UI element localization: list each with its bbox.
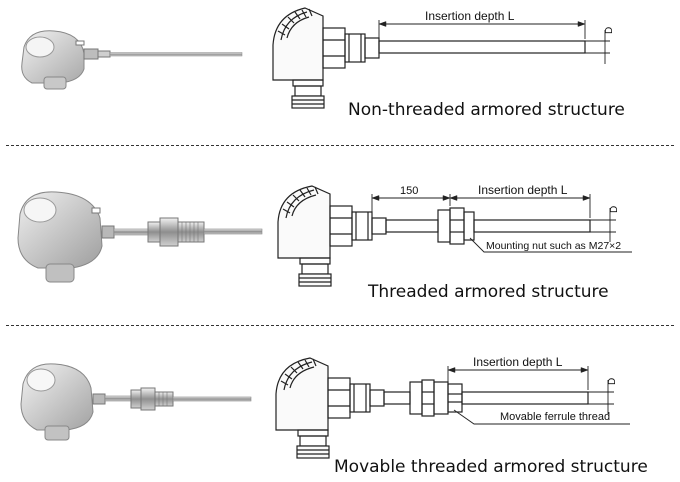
product-photo-non-threaded bbox=[21, 30, 243, 90]
length-150-label: 150 bbox=[400, 185, 418, 197]
insertion-depth-label: Insertion depth L bbox=[425, 9, 515, 23]
caption-movable-threaded: Movable threaded armored structure bbox=[334, 457, 648, 477]
insertion-depth-label: Insertion depth L bbox=[478, 183, 568, 197]
caption-threaded: Threaded armored structure bbox=[368, 282, 609, 302]
diagram-movable-threaded: Insertion depth L D Movable ferrule thre… bbox=[275, 355, 630, 459]
caption-non-threaded: Non-threaded armored structure bbox=[348, 100, 625, 120]
diameter-label: D bbox=[607, 378, 618, 385]
diagram-threaded: 150 Insertion depth L D Mounting nut suc… bbox=[277, 183, 632, 287]
movable-ferrule-label: Movable ferrule thread bbox=[500, 411, 610, 423]
diameter-label: D bbox=[609, 206, 620, 213]
insertion-depth-label: Insertion depth L bbox=[473, 355, 563, 369]
diameter-label: D bbox=[604, 27, 615, 34]
product-photo-movable-threaded bbox=[20, 363, 252, 441]
product-photo-threaded bbox=[17, 191, 263, 283]
section-non-threaded: Insertion depth L D Non-threaded armored… bbox=[0, 0, 680, 140]
mounting-nut-label: Mounting nut such as M27×2 bbox=[486, 240, 621, 252]
section-divider bbox=[6, 325, 674, 326]
diagram-non-threaded: Insertion depth L D bbox=[272, 7, 615, 109]
section-movable-threaded: Insertion depth L D Movable ferrule thre… bbox=[0, 340, 680, 482]
section-threaded: 150 Insertion depth L D Mounting nut suc… bbox=[0, 160, 680, 320]
section-divider bbox=[6, 145, 674, 146]
